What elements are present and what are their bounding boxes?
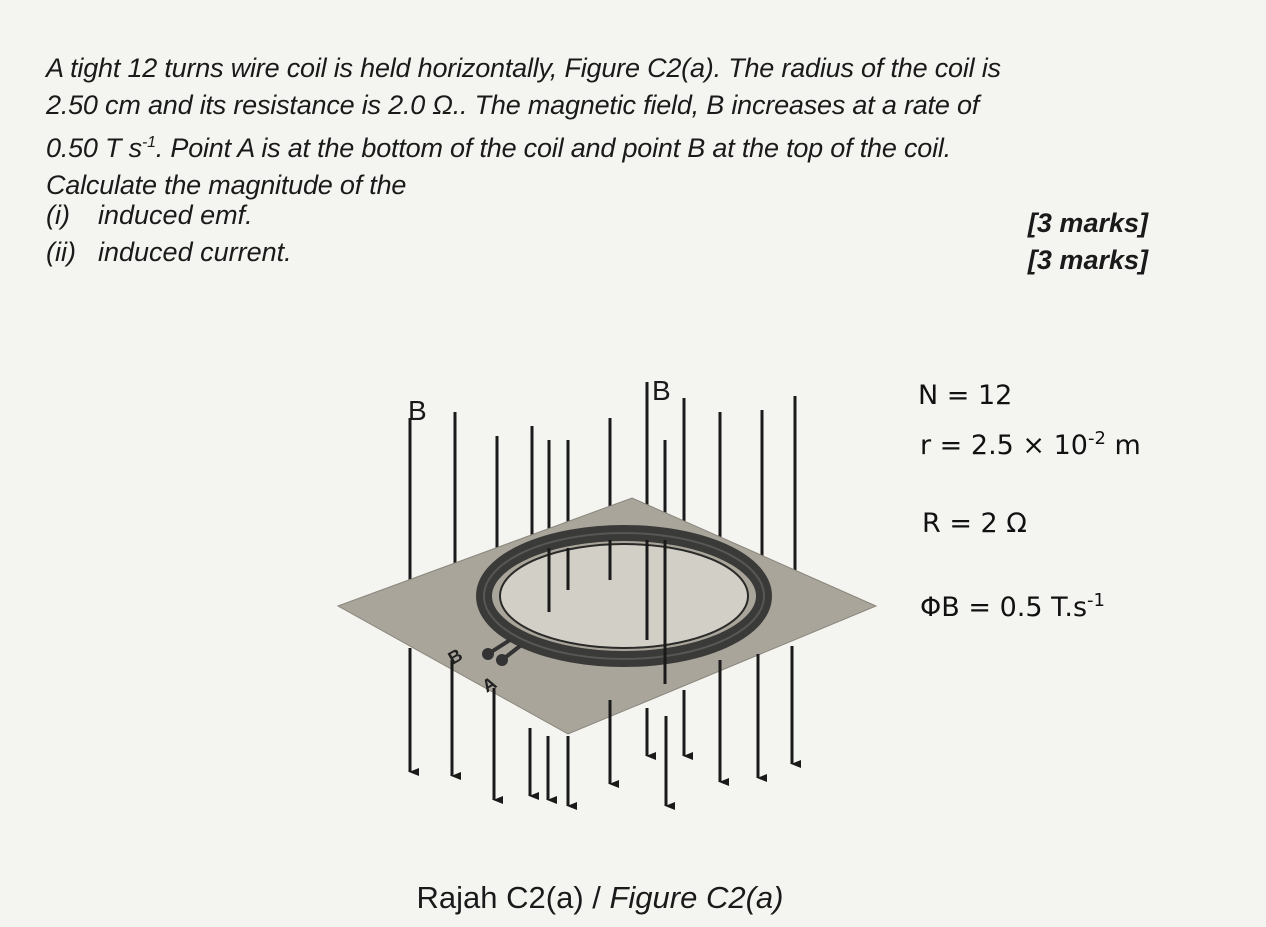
marks-ii: [3 marks] — [1027, 245, 1148, 275]
sub-question-ii: (ii)induced current. — [46, 237, 292, 267]
note-flux-rate: ΦB = 0.5 T.s-1 — [920, 590, 1105, 623]
field-lines-inner — [547, 540, 667, 684]
figure-caption: Rajah C2(a) / Figure C2(a) — [416, 880, 784, 915]
sub-question-i: (i)induced emf. — [46, 200, 253, 230]
field-label-left: B — [408, 395, 427, 426]
exponent: -1 — [141, 134, 156, 151]
question-line-2: 2.50 cm and its resistance is 2.0 Ω.. Th… — [46, 90, 980, 120]
field-label-top: B — [652, 375, 671, 406]
note-radius: r = 2.5 × 10-2 m — [920, 428, 1141, 461]
coil-inner — [499, 543, 749, 649]
marks-i: [3 marks] — [1027, 208, 1148, 238]
question-line-1: A tight 12 turns wire coil is held horiz… — [46, 53, 1001, 83]
question-text: A tight 12 turns wire coil is held horiz… — [46, 50, 1166, 204]
note-turns: N = 12 — [918, 380, 1013, 411]
question-line-3: 0.50 T s-1. Point A is at the bottom of … — [46, 133, 951, 163]
coil-terminals — [482, 638, 522, 666]
field-lines-lower — [408, 646, 801, 810]
note-resistance: R = 2 Ω — [922, 508, 1027, 539]
question-line-4: Calculate the magnitude of the — [46, 170, 407, 200]
